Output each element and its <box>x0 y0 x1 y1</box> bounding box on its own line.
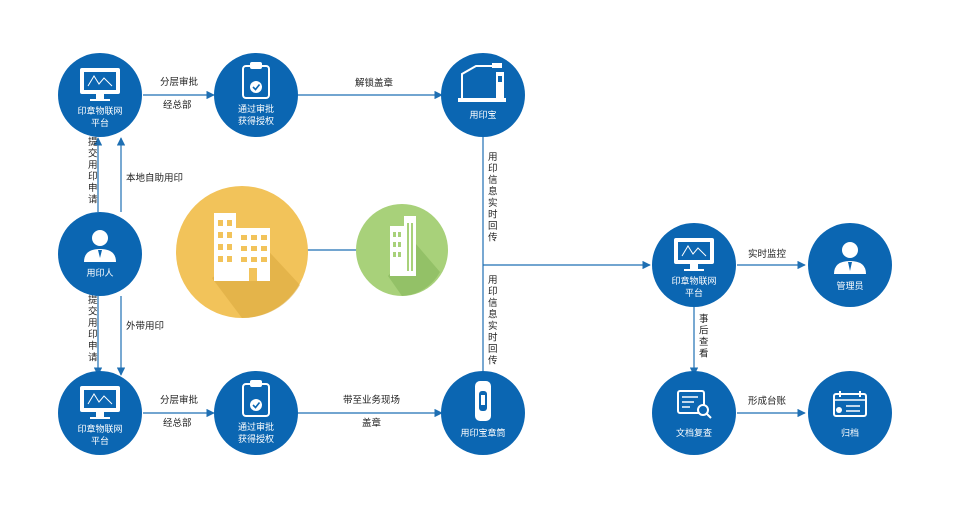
label-local-self: 本地自助用印 <box>126 172 183 184</box>
building-large-icon <box>176 186 308 319</box>
label-post-check: 事后查看 <box>699 313 709 360</box>
node-approve-bottom-line2: 获得授权 <box>238 433 274 445</box>
node-platform-right-line1: 印章物联网 <box>671 275 716 287</box>
label-form-ledger: 形成台账 <box>748 395 787 407</box>
node-doc-review-line1: 文档复查 <box>676 427 712 439</box>
node-approve-top: 通过审批 获得授权 <box>214 53 298 137</box>
label-bottom-layer-approval-1: 分层审批 <box>160 394 199 406</box>
node-platform-bottom-line2: 平台 <box>91 435 109 447</box>
label-realtime-monitor: 实时监控 <box>748 248 787 260</box>
label-seal-info-up: 用印信息实时回传 <box>488 152 498 244</box>
node-platform-right-line2: 平台 <box>685 287 703 299</box>
node-user: 用印人 <box>58 212 142 296</box>
monitor-icon <box>674 238 714 271</box>
document-search-icon <box>677 390 712 419</box>
node-archive: 归档 <box>808 371 892 455</box>
node-manager-line1: 管理员 <box>836 280 863 292</box>
node-platform-top: 印章物联网 平台 <box>58 53 142 137</box>
label-bring-site-2: 盖章 <box>362 417 382 429</box>
label-bring-site-1: 带至业务现场 <box>343 394 400 406</box>
node-platform-right: 印章物联网 平台 <box>652 223 736 307</box>
archive-icon <box>833 391 867 417</box>
edges <box>93 90 806 418</box>
building-small-icon <box>356 204 448 296</box>
node-approve-top-line2: 获得授权 <box>238 115 274 127</box>
clipboard-check-icon <box>242 62 270 99</box>
node-approve-top-line1: 通过审批 <box>238 103 274 115</box>
node-approve-bottom-line1: 通过审批 <box>238 421 274 433</box>
node-doc-review: 文档复查 <box>652 371 736 455</box>
clipboard-check-icon <box>242 380 270 417</box>
seal-device-icon <box>458 63 506 102</box>
label-seal-info-down: 用印信息实时回传 <box>488 275 498 367</box>
node-platform-bottom-line1: 印章物联网 <box>77 423 122 435</box>
node-archive-line1: 归档 <box>841 427 859 439</box>
node-platform-bottom: 印章物联网 平台 <box>58 371 142 455</box>
node-seal-tube: 用印宝章筒 <box>441 371 525 455</box>
label-submit-bottom: 提交用印申请 <box>88 294 98 364</box>
label-top-layer-approval-2: 经总部 <box>163 99 192 111</box>
person-icon <box>84 230 116 262</box>
label-bottom-layer-approval-2: 经总部 <box>163 417 192 429</box>
node-manager: 管理员 <box>808 223 892 307</box>
monitor-icon <box>80 386 120 419</box>
node-platform-top-line1: 印章物联网 <box>77 105 122 117</box>
node-user-line1: 用印人 <box>86 267 113 279</box>
seal-tube-icon <box>475 381 491 421</box>
label-top-layer-approval-1: 分层审批 <box>160 76 199 88</box>
node-seal-box-line1: 用印宝 <box>469 109 496 121</box>
node-approve-bottom: 通过审批 获得授权 <box>214 371 298 455</box>
label-unlock: 解锁盖章 <box>355 77 394 89</box>
label-submit-top: 提交用印申请 <box>88 136 98 206</box>
node-seal-tube-line1: 用印宝章筒 <box>460 427 505 439</box>
monitor-icon <box>80 68 120 101</box>
label-carry-out: 外带用印 <box>126 320 164 332</box>
node-seal-box: 用印宝 <box>441 53 525 137</box>
manager-icon <box>834 242 866 274</box>
node-platform-top-line2: 平台 <box>91 117 109 129</box>
